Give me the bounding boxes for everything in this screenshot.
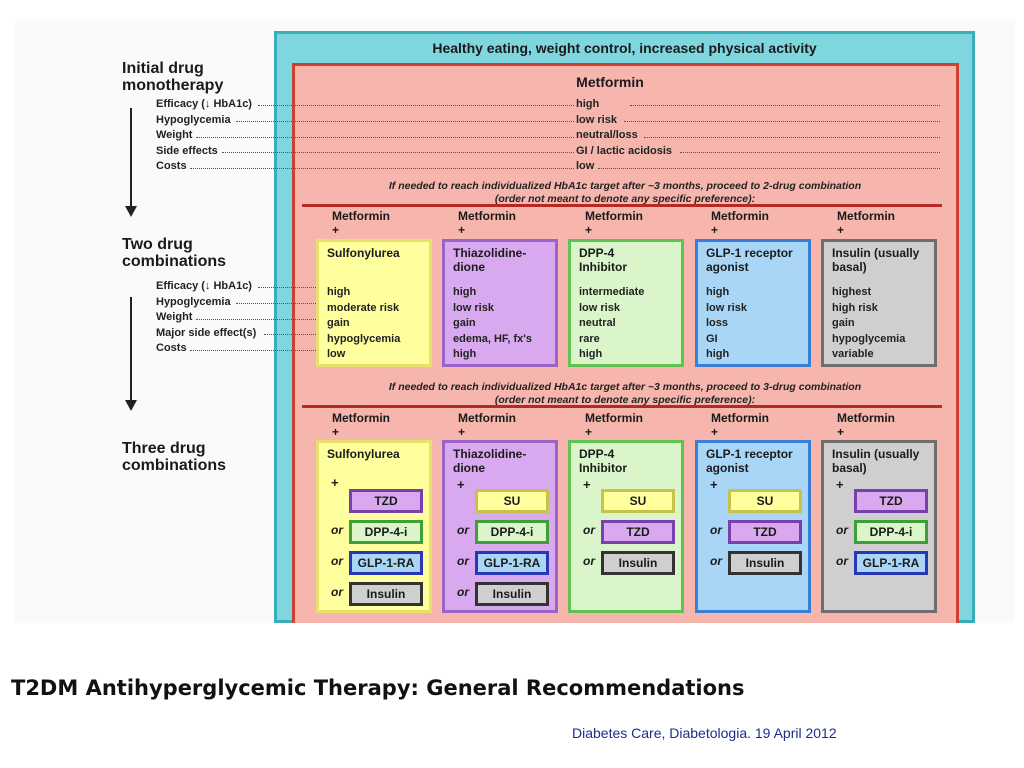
option-tzd: TZD (601, 520, 675, 544)
metformin-plus-header: Metformin+ (332, 411, 390, 439)
option-insulin: Insulin (349, 582, 423, 606)
metformin-plus-header: Metformin+ (585, 411, 643, 439)
arrow-down-icon (130, 297, 132, 401)
arrow-head-icon (125, 400, 137, 411)
arrow-down-icon (130, 108, 132, 208)
option-insulin: Insulin (728, 551, 802, 575)
divider (302, 204, 942, 207)
leader-line (196, 137, 574, 138)
leader-line (236, 121, 574, 122)
option-glp1ra: GLP-1-RA (475, 551, 549, 575)
metformin-plus-header: Metformin+ (458, 209, 516, 237)
lifestyle-title: Healthy eating, weight control, increase… (432, 40, 817, 56)
card-sulfonylurea-triple: Sulfonylurea + TZD or DPP-4-i or GLP-1-R… (316, 440, 432, 613)
source-citation: Diabetes Care, Diabetologia. 19 April 20… (572, 725, 837, 741)
metformin-plus-header: Metformin+ (837, 209, 895, 237)
option-dpp4i: DPP-4-i (475, 520, 549, 544)
option-glp1ra: GLP-1-RA (854, 551, 928, 575)
metformin-title: Metformin (576, 74, 644, 90)
option-dpp4i: DPP-4-i (349, 520, 423, 544)
row-labels-mono: Efficacy (↓ HbA1c) Hypoglycemia Weight S… (156, 98, 252, 173)
leader-line (598, 168, 940, 169)
option-insulin: Insulin (601, 551, 675, 575)
leader-line (236, 303, 316, 304)
leader-line (630, 105, 940, 106)
note-two-drug: If needed to reach individualized HbA1c … (388, 180, 862, 205)
leader-line (644, 137, 940, 138)
leader-line (190, 168, 574, 169)
leader-line (190, 350, 316, 351)
row-labels-dual: Efficacy (↓ HbA1c) Hypoglycemia Weight M… (156, 280, 257, 355)
divider (302, 405, 942, 408)
option-tzd: TZD (349, 489, 423, 513)
metformin-plus-header: Metformin+ (332, 209, 390, 237)
leader-line (264, 334, 316, 335)
stage-three-label: Three drug combinations (122, 440, 227, 474)
arrow-head-icon (125, 206, 137, 217)
slide-caption: T2DM Antihyperglycemic Therapy: General … (11, 676, 745, 700)
metformin-plus-header: Metformin+ (837, 411, 895, 439)
option-tzd: TZD (854, 489, 928, 513)
metformin-plus-header: Metformin+ (585, 209, 643, 237)
leader-line (196, 319, 316, 320)
metformin-plus-header: Metformin+ (458, 411, 516, 439)
option-insulin: Insulin (475, 582, 549, 606)
option-dpp4i: DPP-4-i (854, 520, 928, 544)
leader-line (258, 287, 316, 288)
stage-two-label: Two drug combinations (122, 236, 227, 270)
option-tzd: TZD (728, 520, 802, 544)
note-three-drug: If needed to reach individualized HbA1c … (388, 381, 862, 406)
leader-line (680, 152, 940, 153)
leader-line (258, 105, 574, 106)
metformin-plus-header: Metformin+ (711, 411, 769, 439)
leader-line (624, 121, 940, 122)
option-su: SU (475, 489, 549, 513)
metformin-values: high low risk neutral/loss GI / lactic a… (576, 98, 672, 173)
option-su: SU (601, 489, 675, 513)
metformin-plus-header: Metformin+ (711, 209, 769, 237)
card-thiazolidinedione-triple: Thiazolidine-dione + SU or DPP-4-i or GL… (442, 440, 558, 613)
option-glp1ra: GLP-1-RA (349, 551, 423, 575)
stage-initial-label: Initial drug monotherapy (122, 60, 224, 94)
option-su: SU (728, 489, 802, 513)
leader-line (222, 152, 574, 153)
